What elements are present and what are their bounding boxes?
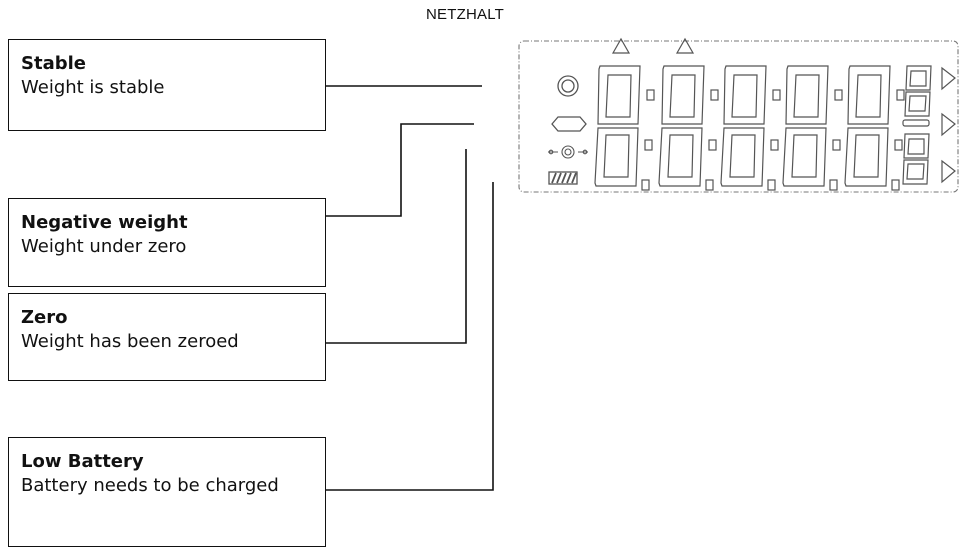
lcd-decimal-point — [768, 180, 775, 190]
lcd-display — [519, 39, 958, 192]
zero-indicator-icon — [548, 146, 588, 158]
seven-segment-digits — [595, 66, 931, 190]
lcd-separator-bottom — [645, 140, 652, 150]
lcd-digit-4 — [783, 66, 828, 186]
triangle-right-icon — [942, 68, 955, 89]
lcd-decimal-point — [642, 180, 649, 190]
triangle-right-icon — [942, 161, 955, 182]
lcd-decimal-point — [706, 180, 713, 190]
dash-segment — [903, 120, 929, 126]
lcd-small-digit-bottom — [903, 134, 929, 184]
lcd-digit-2 — [659, 66, 704, 186]
right-indicators — [903, 68, 955, 182]
connector-negative-weight — [326, 124, 474, 216]
lcd-separator-top — [711, 90, 718, 100]
lcd-separator-top — [773, 90, 780, 100]
lcd-separator-bottom — [709, 140, 716, 150]
lcd-separator-top — [897, 90, 904, 100]
lcd-small-digit-top — [905, 66, 931, 116]
negative-sign-icon — [552, 117, 586, 131]
lcd-separator-top — [647, 90, 654, 100]
lcd-separator-bottom — [895, 140, 902, 150]
connector-zero — [326, 149, 466, 343]
lcd-digit-5 — [845, 66, 890, 186]
triangle-right-icon — [942, 114, 955, 135]
stable-ring-icon — [558, 76, 578, 96]
battery-icon — [549, 172, 577, 184]
lcd-separator-bottom — [771, 140, 778, 150]
lcd-separator-bottom — [833, 140, 840, 150]
lcd-separator-top — [835, 90, 842, 100]
lcd-decimal-point — [830, 180, 837, 190]
lcd-decimal-point — [892, 180, 899, 190]
connector-low-battery — [326, 182, 493, 490]
lcd-digit-1 — [595, 66, 640, 186]
lcd-digit-3 — [721, 66, 766, 186]
